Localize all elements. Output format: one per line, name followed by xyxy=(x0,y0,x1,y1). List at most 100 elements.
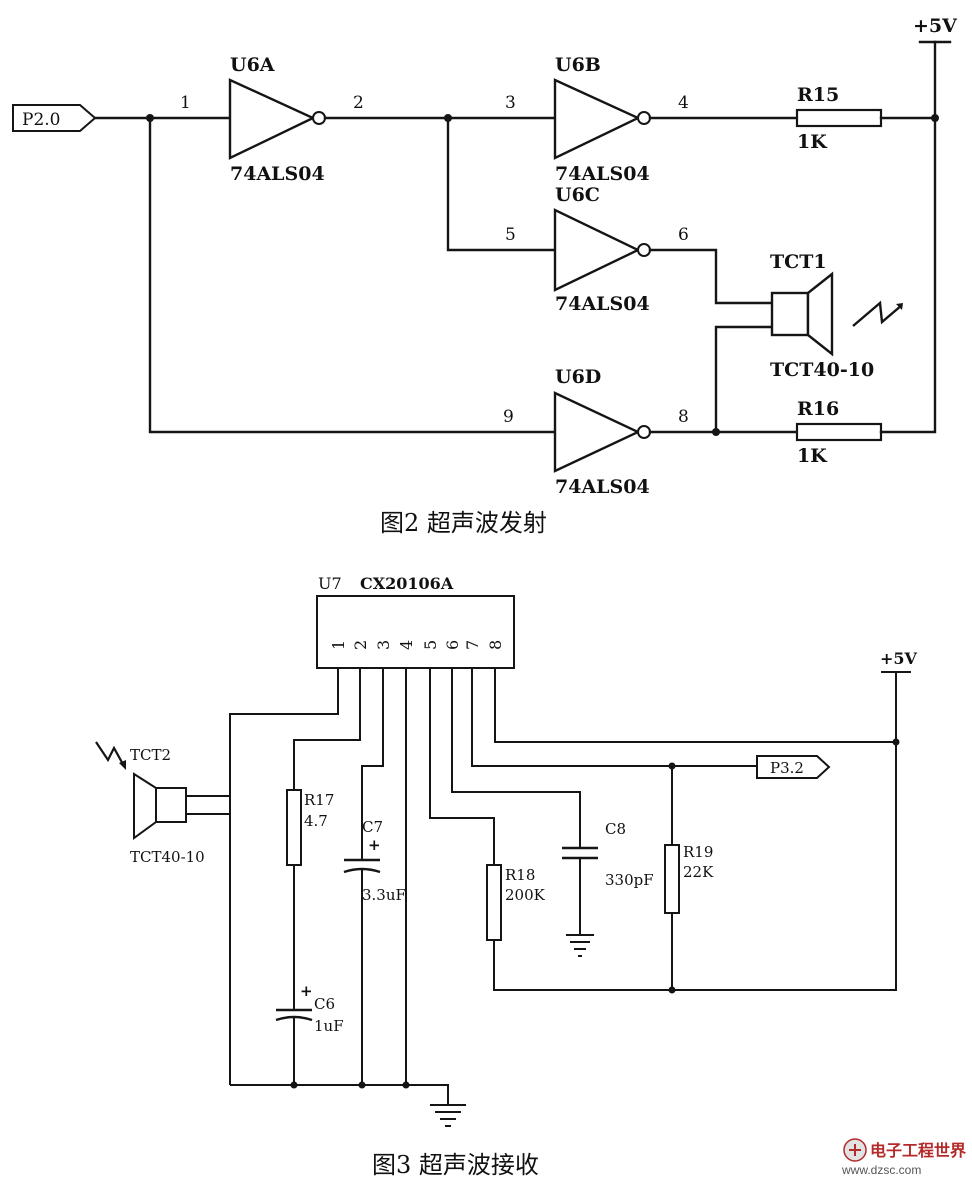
chip-pin-4: 4 xyxy=(397,640,416,650)
resistor-r16-ref: R16 xyxy=(797,398,839,420)
wire-pin2 xyxy=(293,668,361,790)
capacitor-c7-plus: + xyxy=(368,836,381,854)
watermark-logo-icon xyxy=(843,1138,867,1162)
resistor-r16-value: 1K xyxy=(797,445,828,467)
wire-pin1 xyxy=(229,668,339,1085)
transducer-tct2-part: TCT40-10 xyxy=(130,848,205,866)
chip-pin-8: 8 xyxy=(486,640,505,650)
chip-u7-ref: U7 xyxy=(318,574,342,593)
transducer-tct1: TCT1 TCT40-10 xyxy=(770,251,874,381)
resistor-r18-value: 200K xyxy=(505,886,546,904)
chip-pin-7: 7 xyxy=(463,640,482,650)
wire-to-u6d xyxy=(148,116,557,434)
wave-in-icon xyxy=(95,741,126,770)
wire-pin6 xyxy=(451,668,581,848)
pin-2: 2 xyxy=(353,93,364,113)
wire-8-tct1 xyxy=(714,325,774,434)
chip-pin-1: 1 xyxy=(329,640,348,650)
ground-icon xyxy=(430,1104,466,1127)
port-p3-2-label: P3.2 xyxy=(770,759,804,777)
transducer-tct2-ref: TCT2 xyxy=(130,746,171,764)
vcc-label-fig2: +5V xyxy=(913,15,958,37)
vcc-label-fig3: +5V xyxy=(880,649,918,668)
resistor-r18: R18 200K xyxy=(486,864,546,941)
resistor-r15: R15 1K xyxy=(795,84,883,153)
gate-u6d: U6D 74ALS04 9 8 xyxy=(503,366,689,498)
gate-u6a: U6A 74ALS04 1 2 xyxy=(180,54,364,185)
pin-6: 6 xyxy=(678,225,689,245)
capacitor-c7-ref: C7 xyxy=(362,818,383,836)
figure2-transmitter: P2.0 U6A 74ALS04 1 2 U6B 74ALS04 3 4 xyxy=(12,15,958,537)
gate-u6b-ref: U6B xyxy=(555,54,601,76)
gate-u6c-ref: U6C xyxy=(555,184,600,206)
resistor-r17-ref: R17 xyxy=(304,791,334,809)
transducer-tct1-ref: TCT1 xyxy=(770,251,827,273)
gate-u6d-part: 74ALS04 xyxy=(555,476,650,498)
gate-u6a-ref: U6A xyxy=(230,54,275,76)
transducer-tct2: TCT2 TCT40-10 xyxy=(130,746,230,866)
capacitor-c7-value: 3.3uF xyxy=(362,886,406,904)
capacitor-c8-ref: C8 xyxy=(605,820,626,838)
port-p3-2: P3.2 xyxy=(756,755,831,779)
pin-4: 4 xyxy=(678,93,689,113)
gate-u6d-ref: U6D xyxy=(555,366,601,388)
pin-3: 3 xyxy=(505,93,516,113)
wire-pin8 xyxy=(494,668,896,743)
wire-ground-bus xyxy=(230,1084,449,1105)
junction-gnd-1 xyxy=(290,1081,298,1089)
chip-pin-3: 3 xyxy=(374,640,393,650)
capacitor-c8-value: 330pF xyxy=(605,871,654,889)
capacitor-c6: + C6 1uF xyxy=(275,982,344,1085)
chip-pin-5: 5 xyxy=(421,640,440,650)
pin-5: 5 xyxy=(505,225,516,245)
pin-8: 8 xyxy=(678,407,689,427)
chip-pin-2: 2 xyxy=(351,640,370,650)
capacitor-c8: C8 330pF xyxy=(562,820,654,957)
resistor-r19: R19 22K xyxy=(664,843,714,914)
port-p2-0-label: P2.0 xyxy=(22,110,60,130)
pin-9: 9 xyxy=(503,407,514,427)
wire-pin7 xyxy=(471,668,757,767)
junction-vcc-fig3 xyxy=(892,738,900,746)
pin-1: 1 xyxy=(180,93,191,113)
wire-6-tct1 xyxy=(648,248,774,305)
gate-u6c-part: 74ALS04 xyxy=(555,293,650,315)
watermark-title: 电子工程世界 xyxy=(870,1141,966,1160)
wire-to-u6c xyxy=(446,116,557,252)
gate-u6a-part: 74ALS04 xyxy=(230,163,325,185)
wire-pin3 xyxy=(361,668,384,850)
port-p2-0: P2.0 xyxy=(12,104,97,132)
wire-vcc-rail xyxy=(879,40,937,434)
junction-vcc xyxy=(931,114,939,122)
capacitor-c6-plus: + xyxy=(300,982,313,1000)
chip-pin-6: 6 xyxy=(443,640,462,650)
watermark: 电子工程世界 www.dzsc.com xyxy=(841,1138,966,1177)
wire-vcc-rail-fig3 xyxy=(493,672,897,991)
wave-out-icon xyxy=(852,300,903,327)
resistor-r19-ref: R19 xyxy=(683,843,713,861)
gate-u6c: U6C 74ALS04 5 6 xyxy=(505,184,689,315)
capacitor-c7: + C7 3.3uF xyxy=(343,818,406,1085)
resistor-r19-value: 22K xyxy=(683,863,714,881)
gate-u6b: U6B 74ALS04 3 4 xyxy=(505,54,689,185)
gate-u6b-part: 74ALS04 xyxy=(555,163,650,185)
junction-gnd-2 xyxy=(358,1081,366,1089)
resistor-r16: R16 1K xyxy=(795,398,883,467)
resistor-r18-ref: R18 xyxy=(505,866,535,884)
resistor-r17: R17 4.7 xyxy=(286,789,334,1000)
figure3-caption: 图3 超声波接收 xyxy=(372,1151,539,1179)
chip-u7-part: CX20106A xyxy=(360,574,454,593)
resistor-r15-ref: R15 xyxy=(797,84,839,106)
capacitor-c6-ref: C6 xyxy=(314,995,335,1013)
watermark-url: www.dzsc.com xyxy=(841,1163,921,1177)
capacitor-c6-value: 1uF xyxy=(314,1017,344,1035)
figure2-caption: 图2 超声波发射 xyxy=(380,509,547,537)
transducer-tct1-part: TCT40-10 xyxy=(770,359,874,381)
resistor-r17-value: 4.7 xyxy=(304,812,328,830)
wire-pin5 xyxy=(429,668,495,865)
junction-gnd-3 xyxy=(402,1081,410,1089)
